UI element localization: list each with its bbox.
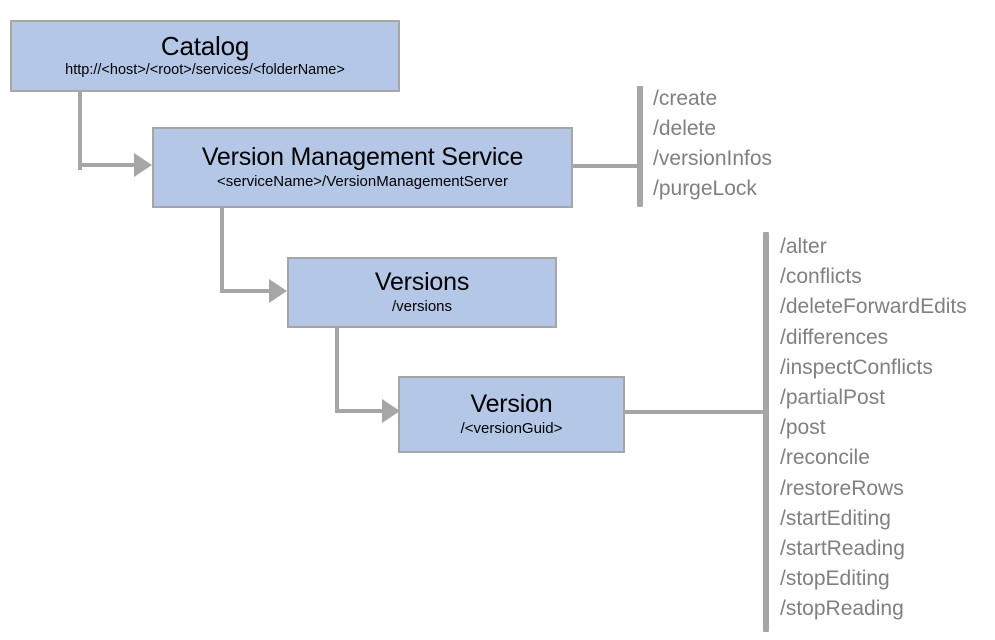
node-versions-title: Versions xyxy=(374,267,470,296)
operation-list-service: /create /delete /versionInfos /purgeLock xyxy=(653,84,772,204)
node-catalog[interactable]: Catalog http://<host>/<root>/services/<f… xyxy=(10,20,400,92)
operation-item[interactable]: /conflicts xyxy=(780,265,862,289)
operation-item[interactable]: /create xyxy=(653,87,718,110)
connector-service-to-versions-vertical xyxy=(220,207,224,290)
node-catalog-title: Catalog xyxy=(160,30,250,61)
operation-item[interactable]: /purgeLock xyxy=(653,177,757,200)
connector-service-to-versions-horizontal xyxy=(220,289,272,293)
connector-version-to-operations xyxy=(625,410,767,414)
operation-item[interactable]: /inspectConflicts xyxy=(780,355,933,379)
node-version-management-service[interactable]: Version Management Service <serviceName>… xyxy=(152,127,573,208)
node-version[interactable]: Version /<versionGuid> xyxy=(398,376,625,453)
arrowhead-icon-catalog-to-service xyxy=(134,153,152,177)
node-version-management-service-title: Version Management Service xyxy=(201,142,524,171)
operation-item[interactable]: /partialPost xyxy=(780,386,886,410)
node-version-management-service-subtitle: <serviceName>/VersionManagementServer xyxy=(217,173,508,191)
arrowhead-icon-service-to-versions xyxy=(269,279,287,303)
node-catalog-subtitle: http://<host>/<root>/services/<folderNam… xyxy=(65,62,345,79)
operation-item[interactable]: /stopEditing xyxy=(780,567,890,591)
operation-list-version: /alter /conflicts /deleteForwardEdits /d… xyxy=(780,232,967,625)
operation-item[interactable]: /reconcile xyxy=(780,446,870,470)
connector-catalog-to-service-vertical xyxy=(78,91,82,170)
operation-group-service-bar xyxy=(637,86,643,207)
operation-item[interactable]: /deleteForwardEdits xyxy=(780,295,967,319)
operation-item[interactable]: /alter xyxy=(780,235,827,258)
arrowhead-icon-versions-to-version xyxy=(382,399,400,423)
connector-versions-to-version-horizontal xyxy=(335,409,385,413)
operation-item[interactable]: /delete xyxy=(653,117,717,140)
node-versions-subtitle: /versions xyxy=(391,298,453,316)
connector-service-to-operations xyxy=(573,164,641,168)
node-versions[interactable]: Versions /versions xyxy=(287,257,557,328)
operation-item[interactable]: /startReading xyxy=(780,537,905,561)
operation-item[interactable]: /stopReading xyxy=(780,597,904,621)
operation-group-version: /alter /conflicts /deleteForwardEdits /d… xyxy=(763,232,967,632)
operation-item[interactable]: /differences xyxy=(780,325,889,349)
operation-item[interactable]: /versionInfos xyxy=(653,147,773,170)
operation-item[interactable]: /post xyxy=(780,416,826,440)
operation-item[interactable]: /restoreRows xyxy=(780,476,904,500)
operation-group-service: /create /delete /versionInfos /purgeLock xyxy=(637,86,772,207)
operation-item[interactable]: /startEditing xyxy=(780,506,891,530)
node-version-subtitle: /<versionGuid> xyxy=(460,420,563,438)
connector-catalog-to-service-horizontal xyxy=(78,163,136,167)
connector-versions-to-version-vertical xyxy=(335,327,339,411)
operation-group-version-bar xyxy=(763,232,769,632)
node-version-title: Version xyxy=(470,389,553,418)
